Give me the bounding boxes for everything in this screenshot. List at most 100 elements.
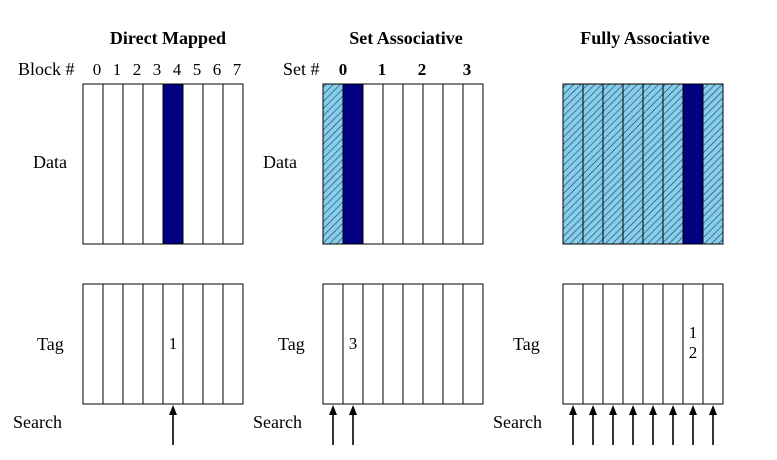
data-cell-highlighted [682, 83, 704, 245]
data-cell [442, 83, 464, 245]
data-cell-hatched [662, 83, 684, 245]
search-arrow-head [669, 405, 677, 415]
search-arrow-head [709, 405, 717, 415]
search-arrows [169, 405, 177, 445]
data-cell-highlighted [162, 83, 184, 245]
tag-cell [82, 283, 104, 405]
tag-value: 2 [689, 343, 698, 362]
search-row-label: Search [13, 412, 62, 432]
tag-cell [122, 283, 144, 405]
data-cell-hatched [702, 83, 724, 245]
data-cell-hatched [562, 83, 584, 245]
data-cell [102, 83, 124, 245]
data-cells [82, 83, 244, 245]
tag-cell [202, 283, 224, 405]
data-row-label: Data [33, 152, 67, 172]
index-value: 7 [233, 60, 242, 79]
tag-cell [322, 283, 344, 405]
search-arrow-head [649, 405, 657, 415]
panel-fully-associative: Fully Associative Tag 12 Search [493, 28, 724, 445]
search-arrow-head [169, 405, 177, 415]
tag-cell [382, 283, 404, 405]
data-cell [182, 83, 204, 245]
search-arrows [329, 405, 357, 445]
data-cell [142, 83, 164, 245]
panel-set-associative: Set Associative Set # 0 1 2 3 Data Tag 3 Se… [253, 28, 484, 445]
tag-cell [622, 283, 644, 405]
tag-cell [102, 283, 124, 405]
search-arrow-head [589, 405, 597, 415]
data-cell [462, 83, 484, 245]
tag-cell [142, 283, 164, 405]
data-cells [322, 83, 484, 245]
data-cell-hatched [582, 83, 604, 245]
tag-cell [582, 283, 604, 405]
data-cell [82, 83, 104, 245]
tag-cell [182, 283, 204, 405]
tag-cells: 3 [322, 283, 484, 405]
data-cell [222, 83, 244, 245]
index-value: 1 [113, 60, 122, 79]
data-cell [362, 83, 384, 245]
tag-cells: 12 [562, 283, 724, 405]
data-cell [382, 83, 404, 245]
tag-cell [442, 283, 464, 405]
tag-cells: 1 [82, 283, 244, 405]
data-cell [122, 83, 144, 245]
index-value: 3 [463, 60, 472, 79]
panel-title: Direct Mapped [110, 28, 226, 48]
search-arrow-head [569, 405, 577, 415]
search-arrow-head [689, 405, 697, 415]
tag-cell [702, 283, 724, 405]
tag-cell [562, 283, 584, 405]
data-row-label: Data [263, 152, 297, 172]
panel-title: Set Associative [349, 28, 462, 48]
tag-value: 1 [169, 334, 178, 353]
tag-cell [362, 283, 384, 405]
tag-cell [462, 283, 484, 405]
data-cell-highlighted [342, 83, 364, 245]
index-value: 3 [153, 60, 162, 79]
search-arrows [569, 405, 717, 445]
tag-cell [222, 283, 244, 405]
tag-row-label: Tag [513, 334, 540, 354]
tag-row-label: Tag [278, 334, 305, 354]
search-arrow-head [349, 405, 357, 415]
search-arrow-head [329, 405, 337, 415]
index-value: 6 [213, 60, 222, 79]
index-value: 0 [93, 60, 102, 79]
tag-row-label: Tag [37, 334, 64, 354]
tag-cell [402, 283, 424, 405]
tag-cell [422, 283, 444, 405]
data-cell [202, 83, 224, 245]
search-row-label: Search [253, 412, 302, 432]
index-values: 0 1 2 3 [339, 60, 472, 79]
search-arrow-head [609, 405, 617, 415]
search-row-label: Search [493, 412, 542, 432]
index-label: Block # [18, 59, 75, 79]
index-label: Set # [283, 59, 320, 79]
data-cell-hatched [322, 83, 344, 245]
data-cell [422, 83, 444, 245]
index-value: 5 [193, 60, 202, 79]
data-cell-hatched [602, 83, 624, 245]
data-cell-hatched [642, 83, 664, 245]
tag-cell [642, 283, 664, 405]
tag-value: 3 [349, 334, 358, 353]
tag-value: 1 [689, 323, 698, 342]
search-arrow-head [629, 405, 637, 415]
index-value: 4 [173, 60, 182, 79]
index-value: 2 [418, 60, 427, 79]
panel-title: Fully Associative [580, 28, 710, 48]
data-cell-hatched [622, 83, 644, 245]
tag-cell [662, 283, 684, 405]
tag-cell [602, 283, 624, 405]
data-cells [562, 83, 724, 245]
index-value: 1 [378, 60, 387, 79]
index-value: 0 [339, 60, 348, 79]
data-cell [402, 83, 424, 245]
index-value: 2 [133, 60, 142, 79]
